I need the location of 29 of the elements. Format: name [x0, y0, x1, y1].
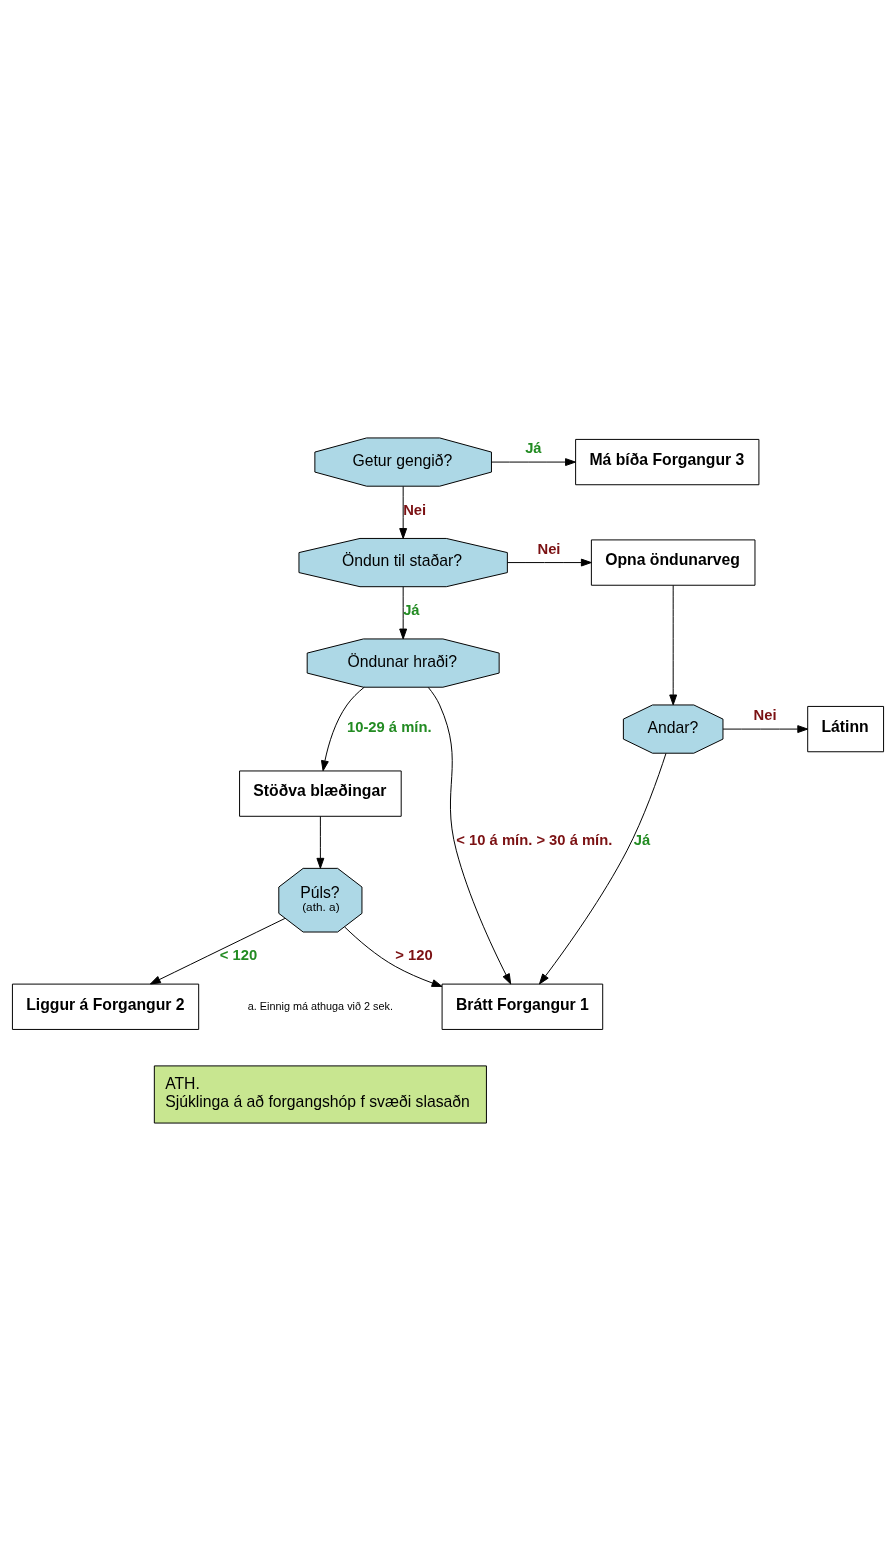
node-box: Má bíða Forgangur 3 [575, 438, 760, 486]
arrow [149, 917, 286, 985]
node-box: Látinn [807, 705, 885, 753]
node-box: Opna öndunarveg [590, 539, 756, 586]
node-box: Brátt Forgangur 1 [441, 983, 604, 1030]
arrow [669, 584, 678, 706]
arrow [722, 725, 809, 734]
node-box: ATH. Sjúklinga á að forgangshóp f svæði slasaðn [153, 1065, 487, 1124]
arrow [539, 752, 667, 985]
arrow [321, 686, 365, 772]
arrow [399, 586, 408, 640]
arrow [427, 686, 512, 985]
arrow [507, 558, 592, 567]
edge-label: Nei [537, 540, 561, 557]
node-box: Stöðva blæðingar [239, 770, 402, 817]
edge-label: < 120 [219, 947, 258, 964]
arrow [316, 816, 325, 869]
edge-label: Já [633, 831, 651, 848]
arrow [344, 926, 443, 987]
edge-label: Nei [403, 501, 427, 518]
edge-label: < 10 á mín. > 30 á mín. [456, 831, 613, 848]
node-box: Liggur á Forgangur 2 [11, 983, 200, 1030]
label: a. Einnig má athuga við 2 sek. [247, 999, 393, 1012]
edge-label: Nei [753, 707, 777, 724]
edge-label: 10-29 á mín. [346, 718, 432, 735]
arrow [490, 458, 576, 467]
edge-label: > 120 [395, 947, 433, 964]
arrow [399, 485, 408, 539]
edge-label: Já [525, 440, 542, 457]
